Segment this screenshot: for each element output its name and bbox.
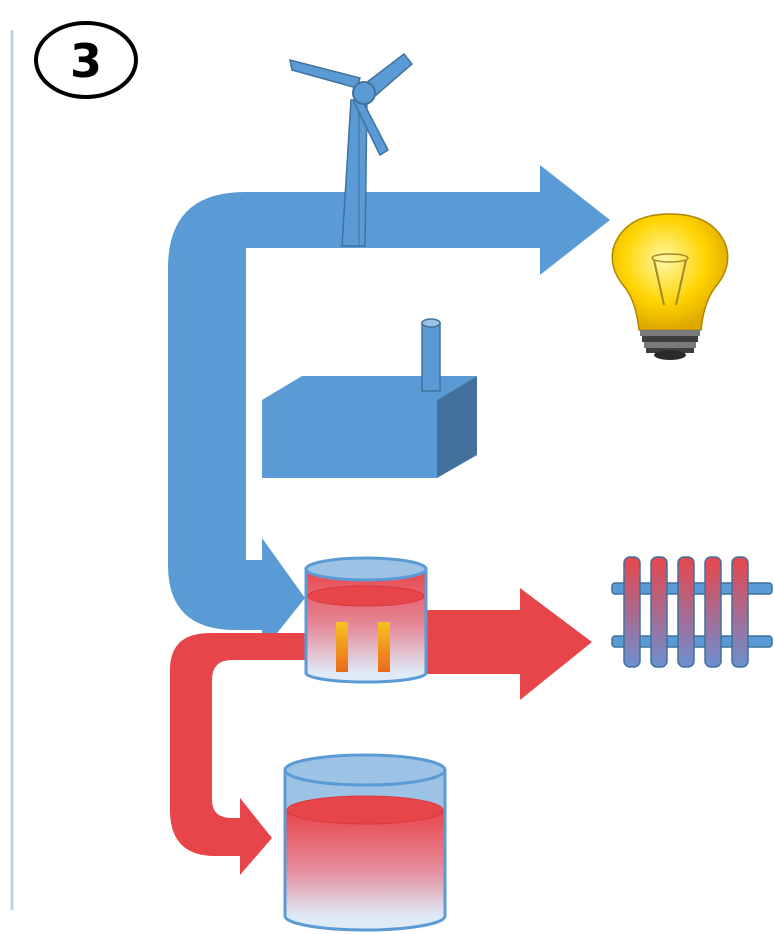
step-number: 3 [70,34,102,88]
thermal-storage-tank-icon [283,753,447,932]
step-badge: 3 [34,21,138,99]
heat-flow-to-radiator-arrow [426,588,592,700]
heater-element-right [378,622,390,672]
power-plant-icon [262,318,477,478]
radiator-icon [611,556,773,668]
wind-turbine-icon [289,52,414,247]
electric-flow-arrow [168,165,610,652]
heater-element-left [336,622,348,672]
light-bulb-icon [611,213,729,360]
heat-pump-tank-icon [304,556,428,684]
heat-flow-to-storage-arrow [170,633,306,875]
